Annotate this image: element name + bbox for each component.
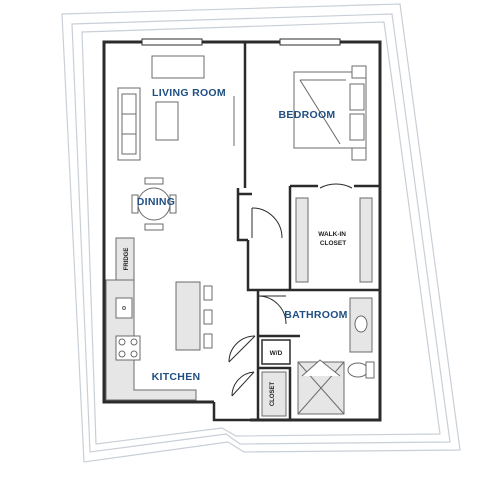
- closet-shelves: [295, 197, 373, 283]
- sink-icon: [115, 297, 133, 319]
- site-outline: [61, 3, 461, 463]
- shower-icon: [297, 359, 345, 415]
- windows: [141, 38, 341, 46]
- kitchen-island: [175, 281, 213, 351]
- room-label-kitchen: KITCHEN: [152, 371, 201, 383]
- coffee-table: [155, 101, 179, 141]
- closet-box: [261, 371, 287, 417]
- washer-dryer-label: W/D: [270, 350, 283, 357]
- bed: [293, 65, 367, 161]
- dining-table: [131, 177, 177, 231]
- stove-icon: [115, 335, 141, 361]
- interior-walls: [212, 42, 380, 422]
- fridge-label: FRIDGE: [124, 248, 130, 271]
- fridge: [115, 237, 135, 281]
- washer-dryer-box: [261, 339, 291, 365]
- door-swings: [228, 183, 353, 397]
- toilet-icon: [347, 361, 375, 379]
- room-label-living-room: LIVING ROOM: [152, 87, 226, 99]
- armchair: [151, 55, 205, 79]
- closet-label: CLOSET: [270, 382, 276, 407]
- room-label-bathroom: BATHROOM: [284, 309, 347, 321]
- room-label-bedroom: BEDROOM: [279, 109, 336, 121]
- walk-in-closet-label-line2: CLOSET: [320, 240, 346, 247]
- walk-in-closet-label-line1: WALK-IN: [318, 231, 346, 238]
- room-label-dining: DINING: [137, 196, 176, 208]
- sofa: [117, 87, 141, 161]
- walk-in-closet-label: WALK-IN CLOSET: [318, 231, 348, 247]
- vanity-icon: [349, 297, 373, 353]
- exterior-walls: [102, 40, 382, 422]
